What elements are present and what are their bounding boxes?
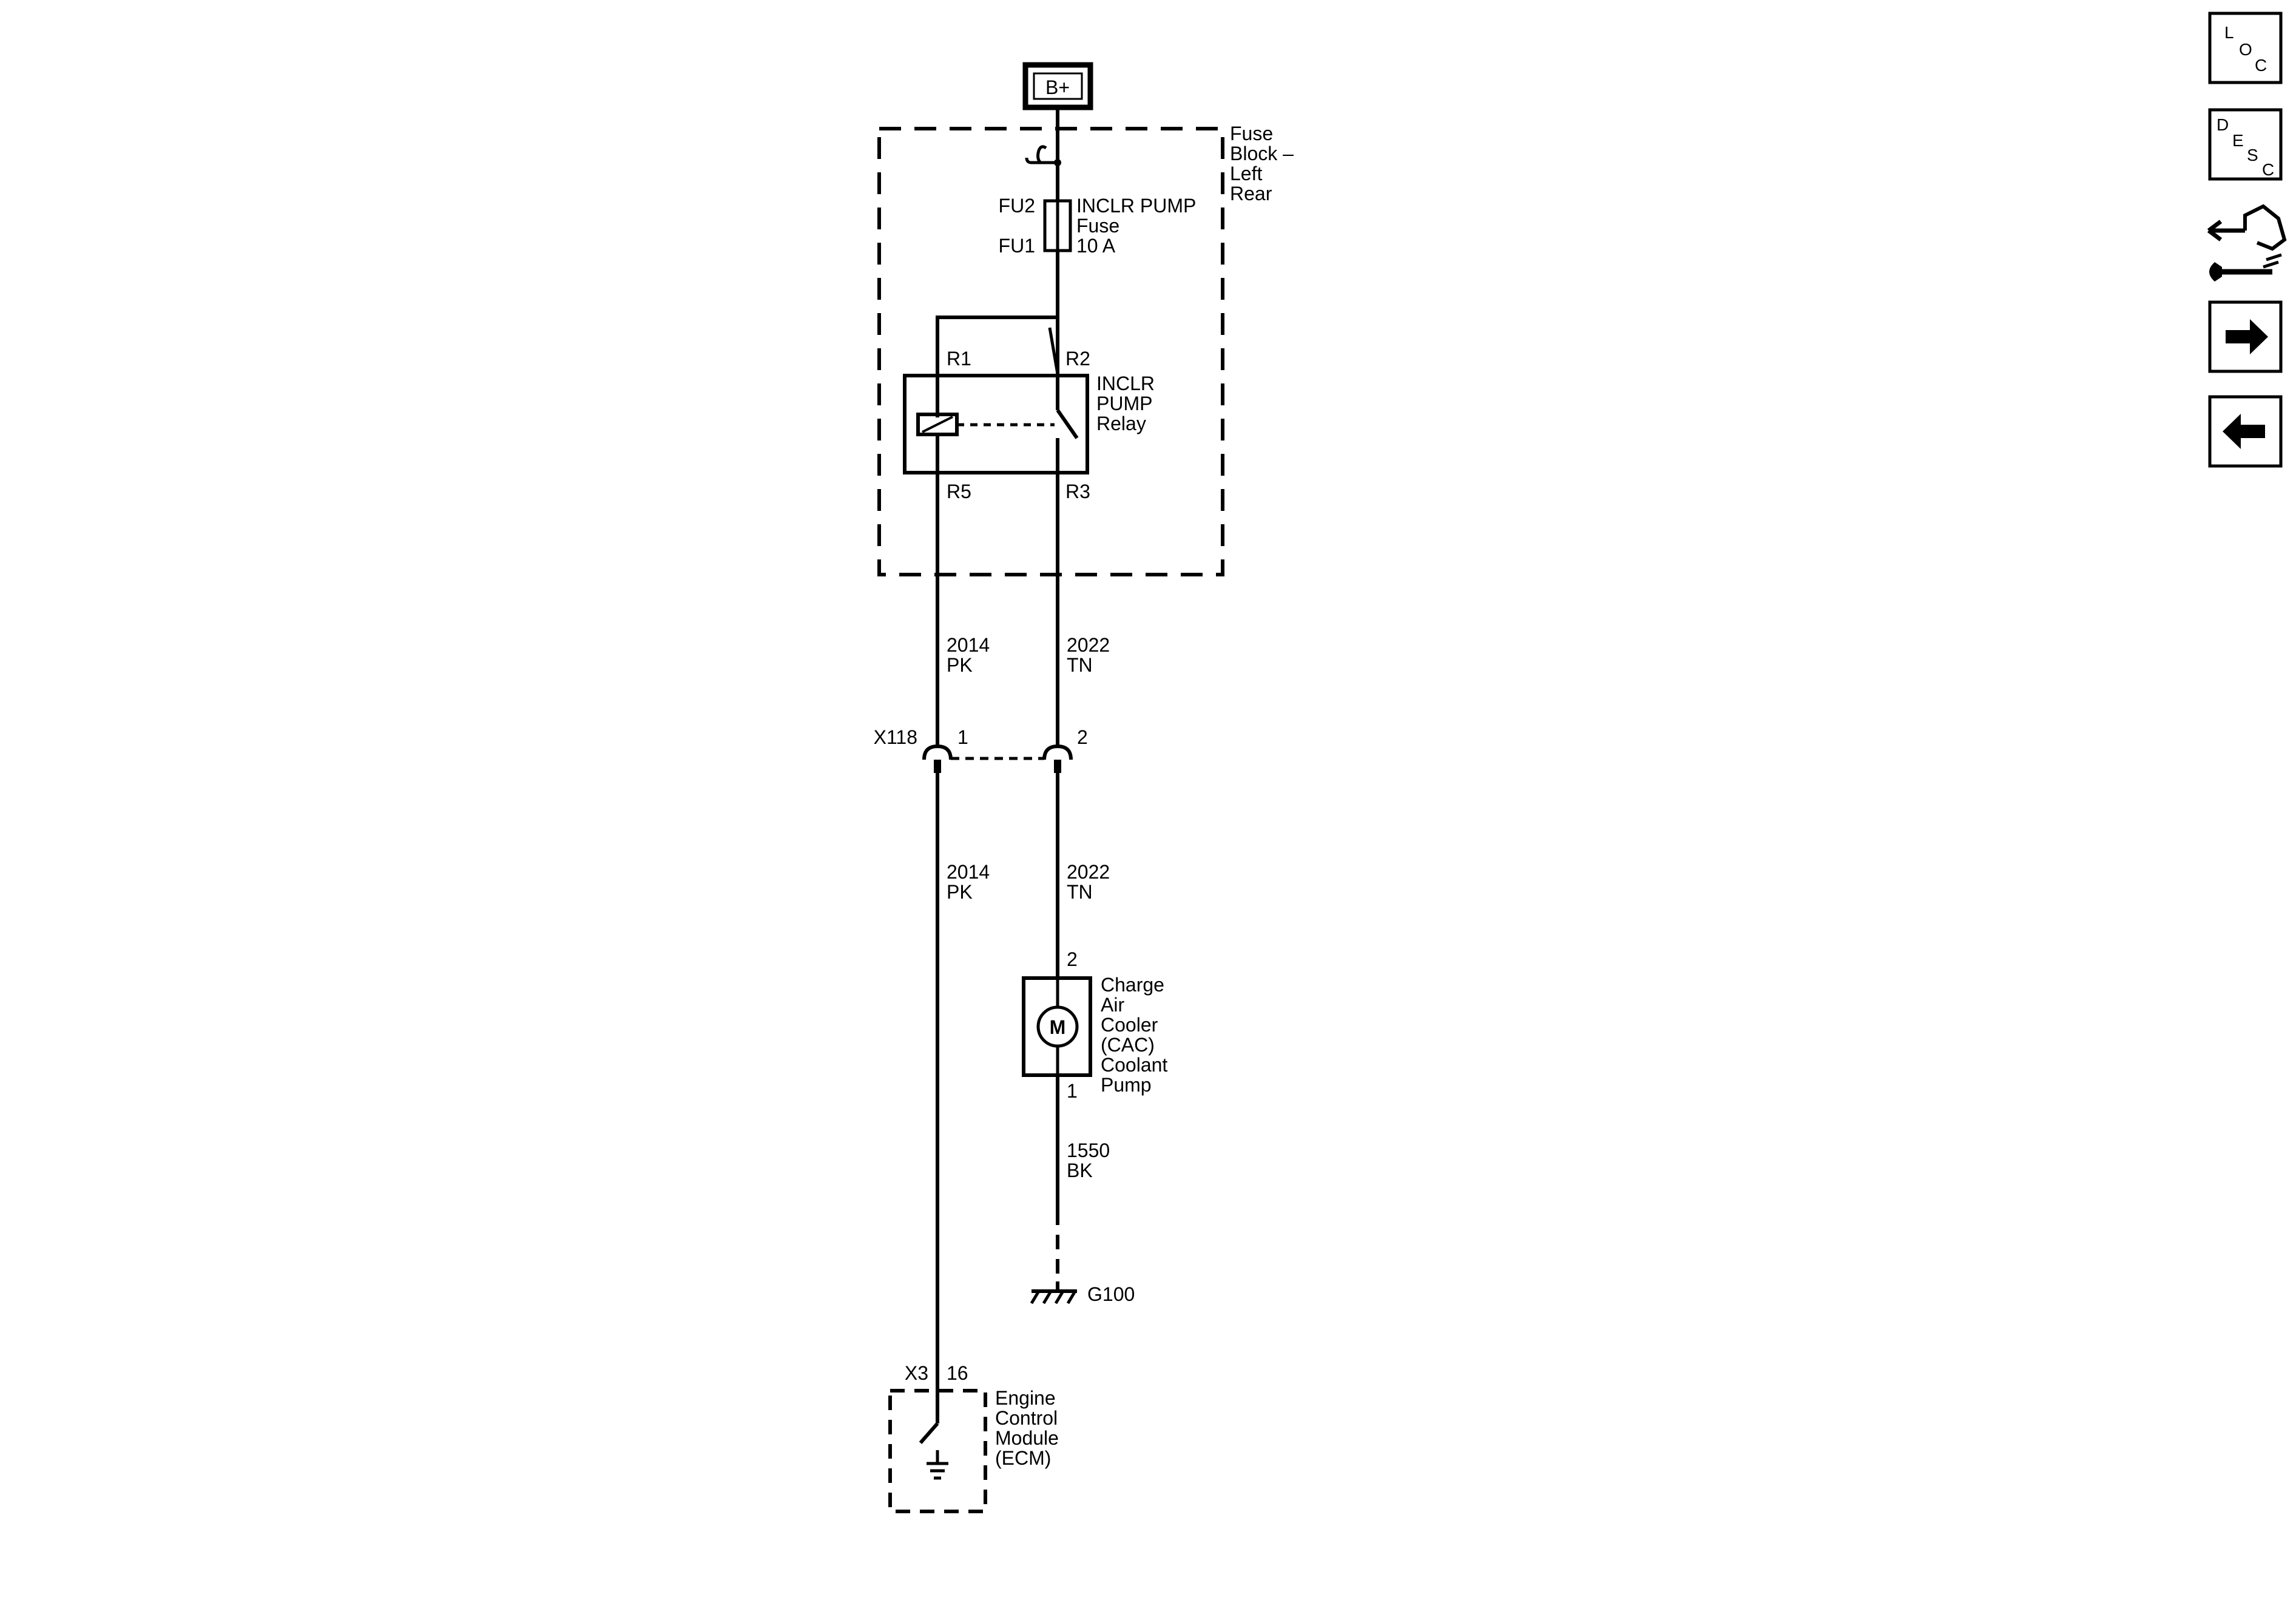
- svg-text:Block –: Block –: [1230, 143, 1294, 164]
- description-icon: D E S C: [2217, 115, 2274, 179]
- connector-wrench-icon: [2207, 204, 2287, 282]
- svg-text:E: E: [2232, 131, 2244, 150]
- connector-view-button[interactable]: [2207, 204, 2287, 282]
- ecm-label-line-2: Control: [995, 1407, 1058, 1429]
- fuse-label-line-2: Fuse: [1076, 215, 1119, 237]
- connector-x118-name: X118: [874, 726, 917, 748]
- fuse-pin-bottom: FU1: [999, 235, 1035, 257]
- svg-text:C: C: [2255, 56, 2267, 75]
- wire-right-upper-color: TN: [1067, 654, 1093, 676]
- fuse-block-boundary: [877, 127, 1224, 576]
- fuse-label-line-1: INCLR PUMP: [1076, 195, 1196, 217]
- previous-page-button[interactable]: [2208, 395, 2283, 468]
- ecm-label-line-1: Engine: [995, 1387, 1056, 1409]
- ecm-pin: 16: [947, 1362, 968, 1384]
- wire-left-upper-circuit: 2014: [947, 634, 990, 656]
- connector-x118-pin-2: 2: [1077, 726, 1088, 748]
- pump-label-line-2: Air: [1101, 994, 1124, 1016]
- loc-button[interactable]: L O C: [2208, 12, 2283, 84]
- cac-coolant-pump: 2 M 1 Charge Air Cooler (CAC) Coolant Pu…: [1022, 948, 1167, 1102]
- next-page-button[interactable]: [2208, 300, 2283, 373]
- fuse: FU2 FU1 INCLR PUMP Fuse 10 A: [999, 195, 1197, 257]
- location-icon: L O C: [2224, 23, 2267, 75]
- relay-pin-r1: R1: [947, 348, 971, 370]
- ecm-label-line-4: (ECM): [995, 1447, 1051, 1469]
- pump-label-line-5: Coolant: [1101, 1054, 1167, 1076]
- inclr-pump-relay: R1 R2 INCLR PUMP Relay R5 R3: [903, 348, 1155, 502]
- pump-label-line-6: Pump: [1101, 1074, 1152, 1096]
- pump-label-line-1: Charge: [1101, 974, 1164, 996]
- desc-button[interactable]: D E S C: [2208, 108, 2283, 181]
- arrow-right-icon: [2226, 319, 2268, 354]
- svg-text:Left: Left: [1230, 163, 1262, 184]
- relay-label-line-1: INCLR: [1096, 373, 1155, 394]
- wire-left-upper-color: PK: [947, 654, 973, 676]
- svg-text:S: S: [2247, 146, 2258, 164]
- fuse-block-label: Fuse Block – Left Rear: [1230, 123, 1294, 204]
- wire-ground-color: BK: [1067, 1160, 1093, 1181]
- relay-label-line-3: Relay: [1096, 413, 1146, 434]
- ecm-connector: X3: [905, 1362, 928, 1384]
- ecm-label-line-3: Module: [995, 1427, 1059, 1449]
- relay-pin-r5: R5: [947, 481, 971, 502]
- relay-pin-r3: R3: [1065, 481, 1090, 502]
- pump-pin-bottom: 1: [1067, 1080, 1078, 1102]
- engine-control-module: X3 16 Engine Control Module (ECM): [888, 1362, 1059, 1513]
- wire-left-lower-color: PK: [947, 881, 973, 903]
- svg-text:O: O: [2239, 40, 2252, 59]
- pump-label-line-4: (CAC): [1101, 1034, 1155, 1056]
- connector-x118: X118 1 2: [874, 726, 1088, 773]
- relay-label-line-2: PUMP: [1096, 393, 1152, 414]
- relay-pin-r2: R2: [1065, 348, 1090, 370]
- svg-text:D: D: [2217, 115, 2229, 134]
- fuse-pin-top: FU2: [999, 195, 1035, 217]
- svg-text:L: L: [2224, 23, 2234, 42]
- pump-label-line-3: Cooler: [1101, 1014, 1158, 1036]
- wire-right-lower-color: TN: [1067, 881, 1093, 903]
- ground-label: G100: [1087, 1283, 1135, 1305]
- arrow-left-icon: [2223, 414, 2265, 449]
- fuse-label-line-3: 10 A: [1076, 235, 1116, 257]
- svg-text:Rear: Rear: [1230, 183, 1272, 204]
- wire-right-upper-circuit: 2022: [1067, 634, 1110, 656]
- wire-left-lower-circuit: 2014: [947, 861, 990, 883]
- wire-right-lower-circuit: 2022: [1067, 861, 1110, 883]
- ground-g100: G100: [1030, 1281, 1135, 1305]
- svg-text:Fuse: Fuse: [1230, 123, 1273, 144]
- wire-ground-circuit: 1550: [1067, 1139, 1110, 1161]
- pump-motor-symbol: M: [1050, 1016, 1066, 1038]
- svg-text:C: C: [2262, 160, 2274, 179]
- power-label: B+: [1045, 76, 1070, 98]
- pump-pin-top: 2: [1067, 948, 1078, 970]
- connector-x118-pin-1: 1: [957, 726, 968, 748]
- bus-bar-hook: [1025, 145, 1058, 164]
- battery-positive-source: B+: [1022, 62, 1093, 110]
